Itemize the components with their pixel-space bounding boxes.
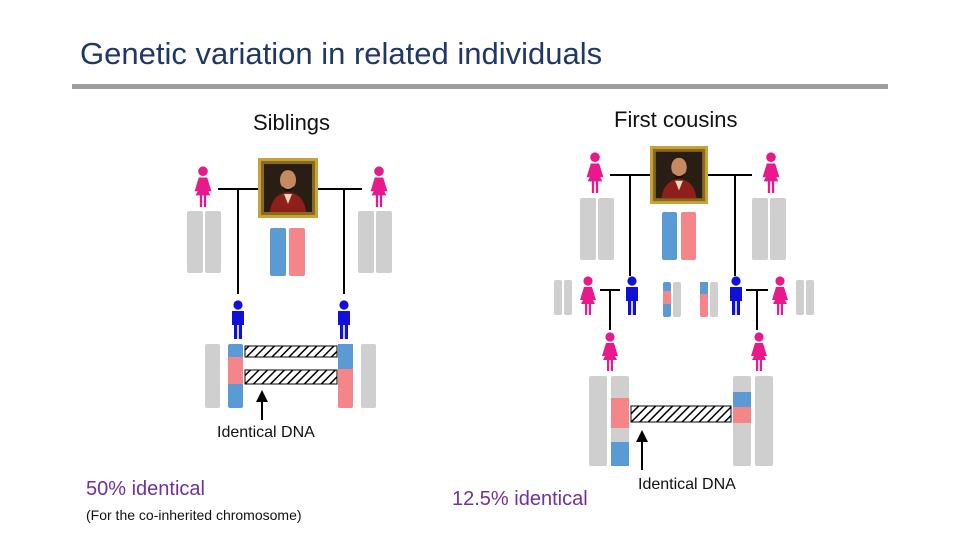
female-figure-icon — [194, 166, 212, 207]
female-figure-icon — [602, 332, 618, 371]
mating-line — [708, 174, 752, 276]
chromosome-segment-paternal — [611, 442, 629, 466]
arrow-up-icon — [636, 430, 648, 470]
portrait-icon — [650, 146, 708, 204]
mating-line — [610, 174, 650, 276]
arrow-up-icon — [256, 390, 268, 420]
identical-dna-label-siblings: Identical DNA — [217, 424, 315, 441]
chromosome — [806, 280, 814, 315]
female-figure-icon — [772, 276, 788, 315]
chromosome — [361, 344, 376, 408]
chromosome — [752, 198, 768, 260]
title-divider — [72, 84, 888, 89]
chromosome-segment-paternal — [733, 392, 751, 407]
chromosome-segment-paternal — [338, 344, 353, 369]
chromosome — [187, 211, 203, 273]
male-figure-icon — [730, 276, 742, 315]
female-figure-icon — [370, 166, 388, 207]
chromosome — [673, 282, 681, 317]
chromosome-maternal — [681, 212, 696, 260]
chromosome — [589, 376, 607, 466]
siblings-label: Siblings — [253, 110, 331, 135]
identical-dna-band — [630, 405, 732, 423]
chromosome-segment-maternal — [611, 398, 629, 428]
first-cousins-label: First cousins — [614, 107, 738, 132]
mating-line — [318, 188, 362, 294]
male-figure-icon — [338, 300, 350, 339]
chromosome — [755, 376, 773, 466]
chromosome — [770, 198, 786, 260]
siblings-footnote: (For the co-inherited chromosome) — [86, 507, 302, 523]
siblings-panel — [187, 158, 392, 420]
chromosome — [796, 280, 804, 315]
mating-line — [218, 188, 258, 294]
male-figure-icon — [232, 300, 244, 339]
cousins-panel — [554, 146, 814, 470]
chromosome-maternal — [289, 228, 305, 276]
chromosome — [205, 344, 220, 408]
chromosome — [358, 211, 374, 273]
female-figure-icon — [762, 152, 780, 193]
chromosome — [205, 211, 221, 273]
identical-dna-label-cousins: Identical DNA — [638, 476, 736, 493]
chromosome — [580, 198, 596, 260]
chromosome — [710, 282, 718, 317]
female-figure-icon — [751, 332, 767, 371]
identical-dna-band — [244, 369, 338, 385]
chromosome — [598, 198, 614, 260]
portrait-icon — [258, 158, 318, 218]
identical-dna-band — [244, 345, 338, 358]
female-figure-icon — [586, 152, 604, 193]
siblings-percent-identical: 50% identical — [86, 478, 205, 500]
slide-title: Genetic variation in related individuals — [80, 36, 603, 71]
chromosome — [376, 211, 392, 273]
chromosome-segment-maternal — [663, 291, 671, 304]
chromosome-paternal — [270, 228, 286, 276]
chromosome-paternal — [662, 212, 677, 260]
cousins-percent-identical: 12.5% identical — [452, 488, 588, 510]
female-figure-icon — [580, 276, 596, 315]
chromosome — [564, 280, 572, 315]
chromosome-segment-paternal — [700, 282, 708, 294]
chromosome-segment-maternal — [733, 407, 751, 423]
chromosome — [554, 280, 562, 315]
male-figure-icon — [626, 276, 638, 315]
chromosome-segment-maternal — [228, 357, 243, 384]
